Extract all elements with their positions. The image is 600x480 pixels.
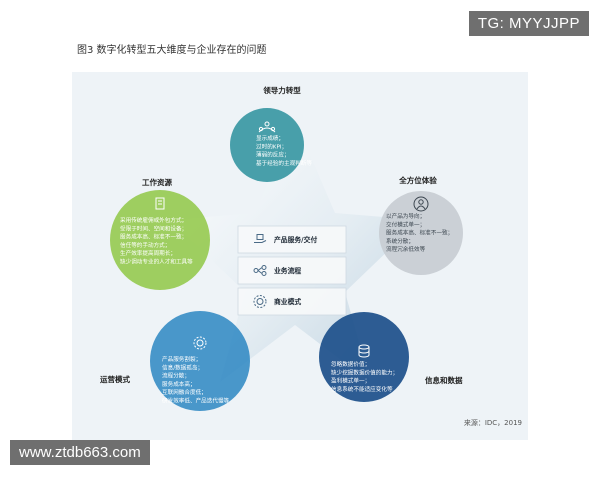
issue-resources-4: 生产效率提高周期长； (120, 249, 176, 257)
dimension-circle-operations (150, 311, 250, 411)
database-icon (358, 344, 370, 358)
dimension-label-operations: 运营模式 (100, 374, 130, 384)
issue-leadership-3: 基于经验的主观判断等 (256, 159, 312, 167)
issue-operations-2: 流程分散； (162, 372, 190, 380)
issue-data-3: 信息系统不能适应变化等 (331, 385, 393, 393)
gear-icon (253, 295, 267, 308)
flow-icon (253, 265, 267, 276)
user-circle-icon (413, 196, 429, 212)
issue-data-0: 忽略数据价值； (331, 360, 370, 368)
center-label-1: 业务流程 (274, 266, 301, 275)
issue-resources-5: 缺少调动专业的人才和工具等 (120, 258, 193, 266)
figure-title: 图3 数字化转型五大维度与企业存在的问题 (77, 45, 267, 56)
dimension-label-experience: 全方位体验 (398, 175, 437, 185)
dimension-label-resources: 工作资源 (142, 177, 172, 187)
center-box-0 (237, 225, 347, 254)
issue-leadership-0: 显示成绩； (256, 134, 284, 142)
issue-resources-1: 受限于时间、空间和设备； (120, 224, 187, 232)
issue-operations-4: 互联网融合度低； (162, 388, 207, 396)
people-network-icon (258, 121, 276, 133)
dimension-circle-resources (110, 190, 210, 290)
issue-operations-5: 研发效率低、产品迭代慢等 (162, 397, 230, 405)
center-label-0: 产品服务/交付 (274, 235, 317, 244)
dimension-circle-experience (379, 191, 463, 275)
source-note: 来源：IDC，2019 (463, 419, 522, 427)
dimension-label-leadership: 领导力转型 (263, 85, 301, 95)
gear-icon (193, 336, 207, 350)
watermark-bottom: www.ztdb663.com (10, 440, 150, 465)
dimension-label-data: 信息和数据 (425, 375, 463, 385)
hand-box-icon (254, 234, 267, 243)
issue-experience-0: 以产品为导向； (386, 212, 425, 220)
issue-resources-3: 信任等的手动方式； (120, 241, 170, 249)
issue-data-2: 盈利模式单一； (331, 377, 370, 385)
issue-operations-3: 服务成本高； (162, 380, 196, 388)
issue-resources-0: 采用传统雇佣或外包方式； (120, 216, 187, 224)
watermark-top: TG: MYYJJPP (468, 11, 589, 36)
dimension-circle-leadership (230, 108, 304, 182)
issue-leadership-2: 薄弱的反应； (256, 151, 290, 159)
issue-operations-0: 产品服务割裂； (162, 355, 201, 363)
issue-resources-2: 服务成本高、标准不一致； (120, 233, 187, 241)
document-icon (155, 197, 165, 210)
center-box-1 (237, 256, 347, 285)
center-box-2 (237, 287, 347, 316)
issue-experience-3: 系统分散； (386, 237, 414, 245)
issue-operations-1: 信息/数据孤岛； (162, 363, 203, 371)
issue-experience-2: 服务成本高、标准不一致； (386, 229, 453, 237)
center-label-2: 商业模式 (274, 297, 301, 306)
issue-data-1: 缺少挖掘数据价值的能力； (331, 368, 398, 376)
issue-experience-4: 流程冗余低效等 (386, 245, 426, 253)
issue-leadership-1: 过时的KPI； (256, 142, 287, 150)
issue-experience-1: 交付模式单一； (386, 220, 425, 228)
